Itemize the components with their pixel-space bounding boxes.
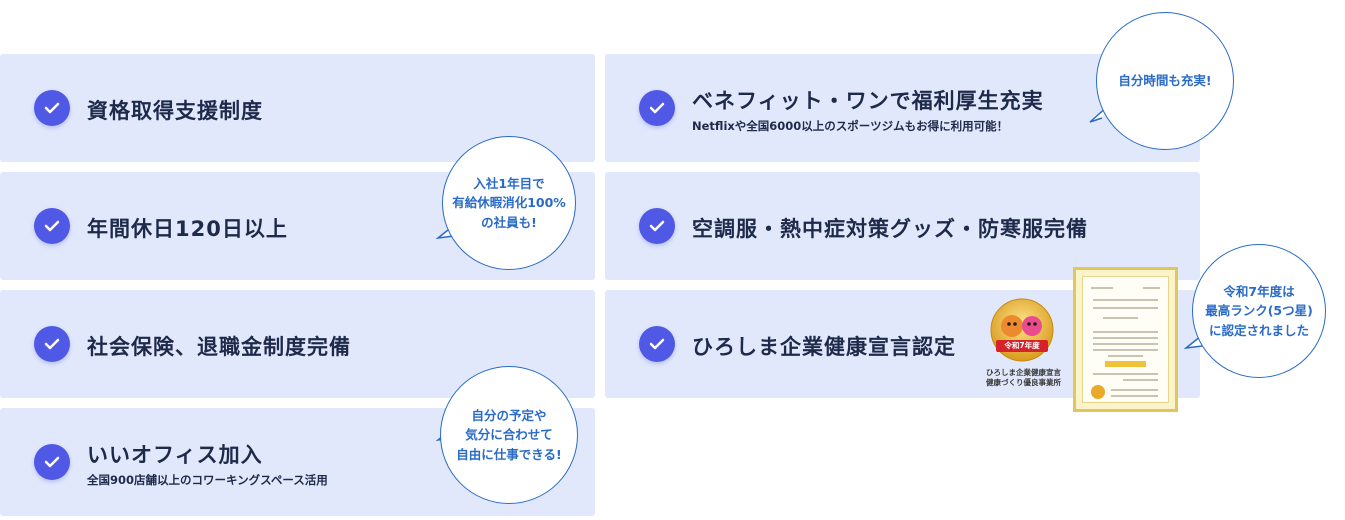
check-circle-icon — [34, 90, 70, 126]
bubble-office: 自分の予定や 気分に合わせて 自由に仕事できる! — [440, 366, 578, 504]
bubble-line: 自由に仕事できる! — [456, 446, 562, 462]
benefit-title: いいオフィス加入 — [87, 443, 263, 467]
benefit-title: 年間休日120日以上 — [87, 217, 288, 241]
bubble-line: 入社1年目で — [473, 175, 545, 191]
bubble-line: 有給休暇消化100% — [452, 195, 566, 211]
bubble-line: 自分の予定や — [471, 407, 547, 423]
benefit-title: 資格取得支援制度 — [87, 99, 263, 123]
badge-caption-line: 健康づくり優良事業所 — [986, 378, 1061, 388]
benefit-title: 空調服・熱中症対策グッズ・防寒服完備 — [692, 217, 1088, 241]
check-circle-icon — [34, 208, 70, 244]
check-circle-icon — [639, 90, 675, 126]
bubble-line: 最高ランク(5つ星) — [1205, 303, 1313, 319]
benefit-card-air-conditioned-clothing: 空調服・熱中症対策グッズ・防寒服完備 — [605, 172, 1200, 280]
health-badge-icon: 令和7年度 — [990, 298, 1054, 362]
benefit-title: ベネフィット・ワンで福利厚生充実 — [692, 89, 1044, 113]
bubble-line: 令和7年度は — [1223, 283, 1295, 299]
badge-caption-line: ひろしま企業健康宣言 — [986, 368, 1061, 377]
benefit-title: ひろしま企業健康宣言認定 — [692, 335, 956, 359]
bubble-line: 気分に合わせて — [465, 427, 553, 443]
check-circle-icon — [639, 326, 675, 362]
benefit-subtitle: 全国900店舗以上のコワーキングスペース活用 — [87, 473, 328, 487]
bubble-holidays: 入社1年目で 有給休暇消化100% の社員も! — [442, 136, 576, 270]
bubble-line: の社員も! — [481, 214, 537, 230]
benefit-title: 社会保険、退職金制度完備 — [87, 335, 351, 359]
bubble-line: に認定されました — [1208, 322, 1309, 338]
check-circle-icon — [34, 444, 70, 480]
badge-caption: ひろしま企業健康宣言 健康づくり優良事業所 — [986, 368, 1086, 388]
benefit-subtitle: Netflixや全国6000以上のスポーツジムもお得に利用可能！ — [692, 119, 1009, 133]
bubble-certification: 令和7年度は 最高ランク(5つ星) に認定されました — [1192, 244, 1326, 378]
bubble-line: 自分時間も充実! — [1118, 73, 1212, 89]
check-circle-icon — [639, 208, 675, 244]
badge-ribbon-label: 令和7年度 — [1004, 341, 1040, 350]
certificate-icon — [1073, 267, 1178, 412]
benefit-card-certification-support: 資格取得支援制度 — [0, 54, 595, 162]
bubble-benefit: 自分時間も充実! — [1096, 12, 1234, 150]
check-circle-icon — [34, 326, 70, 362]
